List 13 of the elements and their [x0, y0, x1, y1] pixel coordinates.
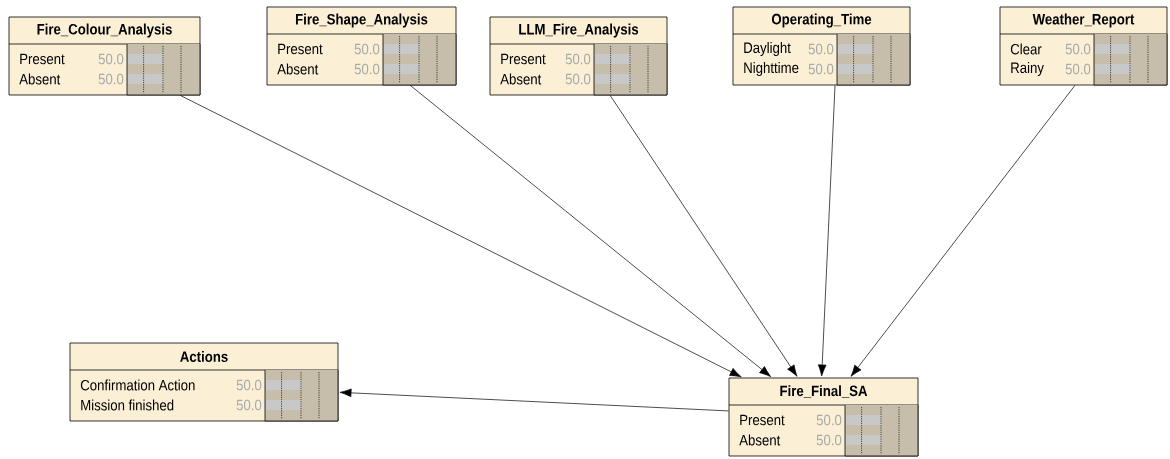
network-node: Actions Confirmation Action 50.0 Mission finished 50.0 [69, 342, 339, 422]
network-node: Operating_Time Daylight 50.0 Nighttime 50.0 [732, 6, 911, 86]
network-node: Weather_Report Clear 50.0 Rainy 50.0 [999, 6, 1168, 86]
arrow [609, 95, 798, 377]
arrow [339, 388, 729, 412]
network-node: Fire_Final_SA Present 50.0 Absent 50.0 [728, 377, 919, 457]
network-node: Fire_Shape_Analysis Present 50.0 Absent 50.0 [266, 6, 457, 86]
arrow [409, 85, 771, 377]
arrow [179, 95, 742, 378]
network-node: Fire_Colour_Analysis Present 50.0 Absent 50.0 [8, 16, 201, 96]
arrow [850, 85, 1076, 377]
arrow [817, 85, 836, 377]
network-node: LLM_Fire_Analysis Present 50.0 Absent 50.0 [489, 16, 668, 96]
